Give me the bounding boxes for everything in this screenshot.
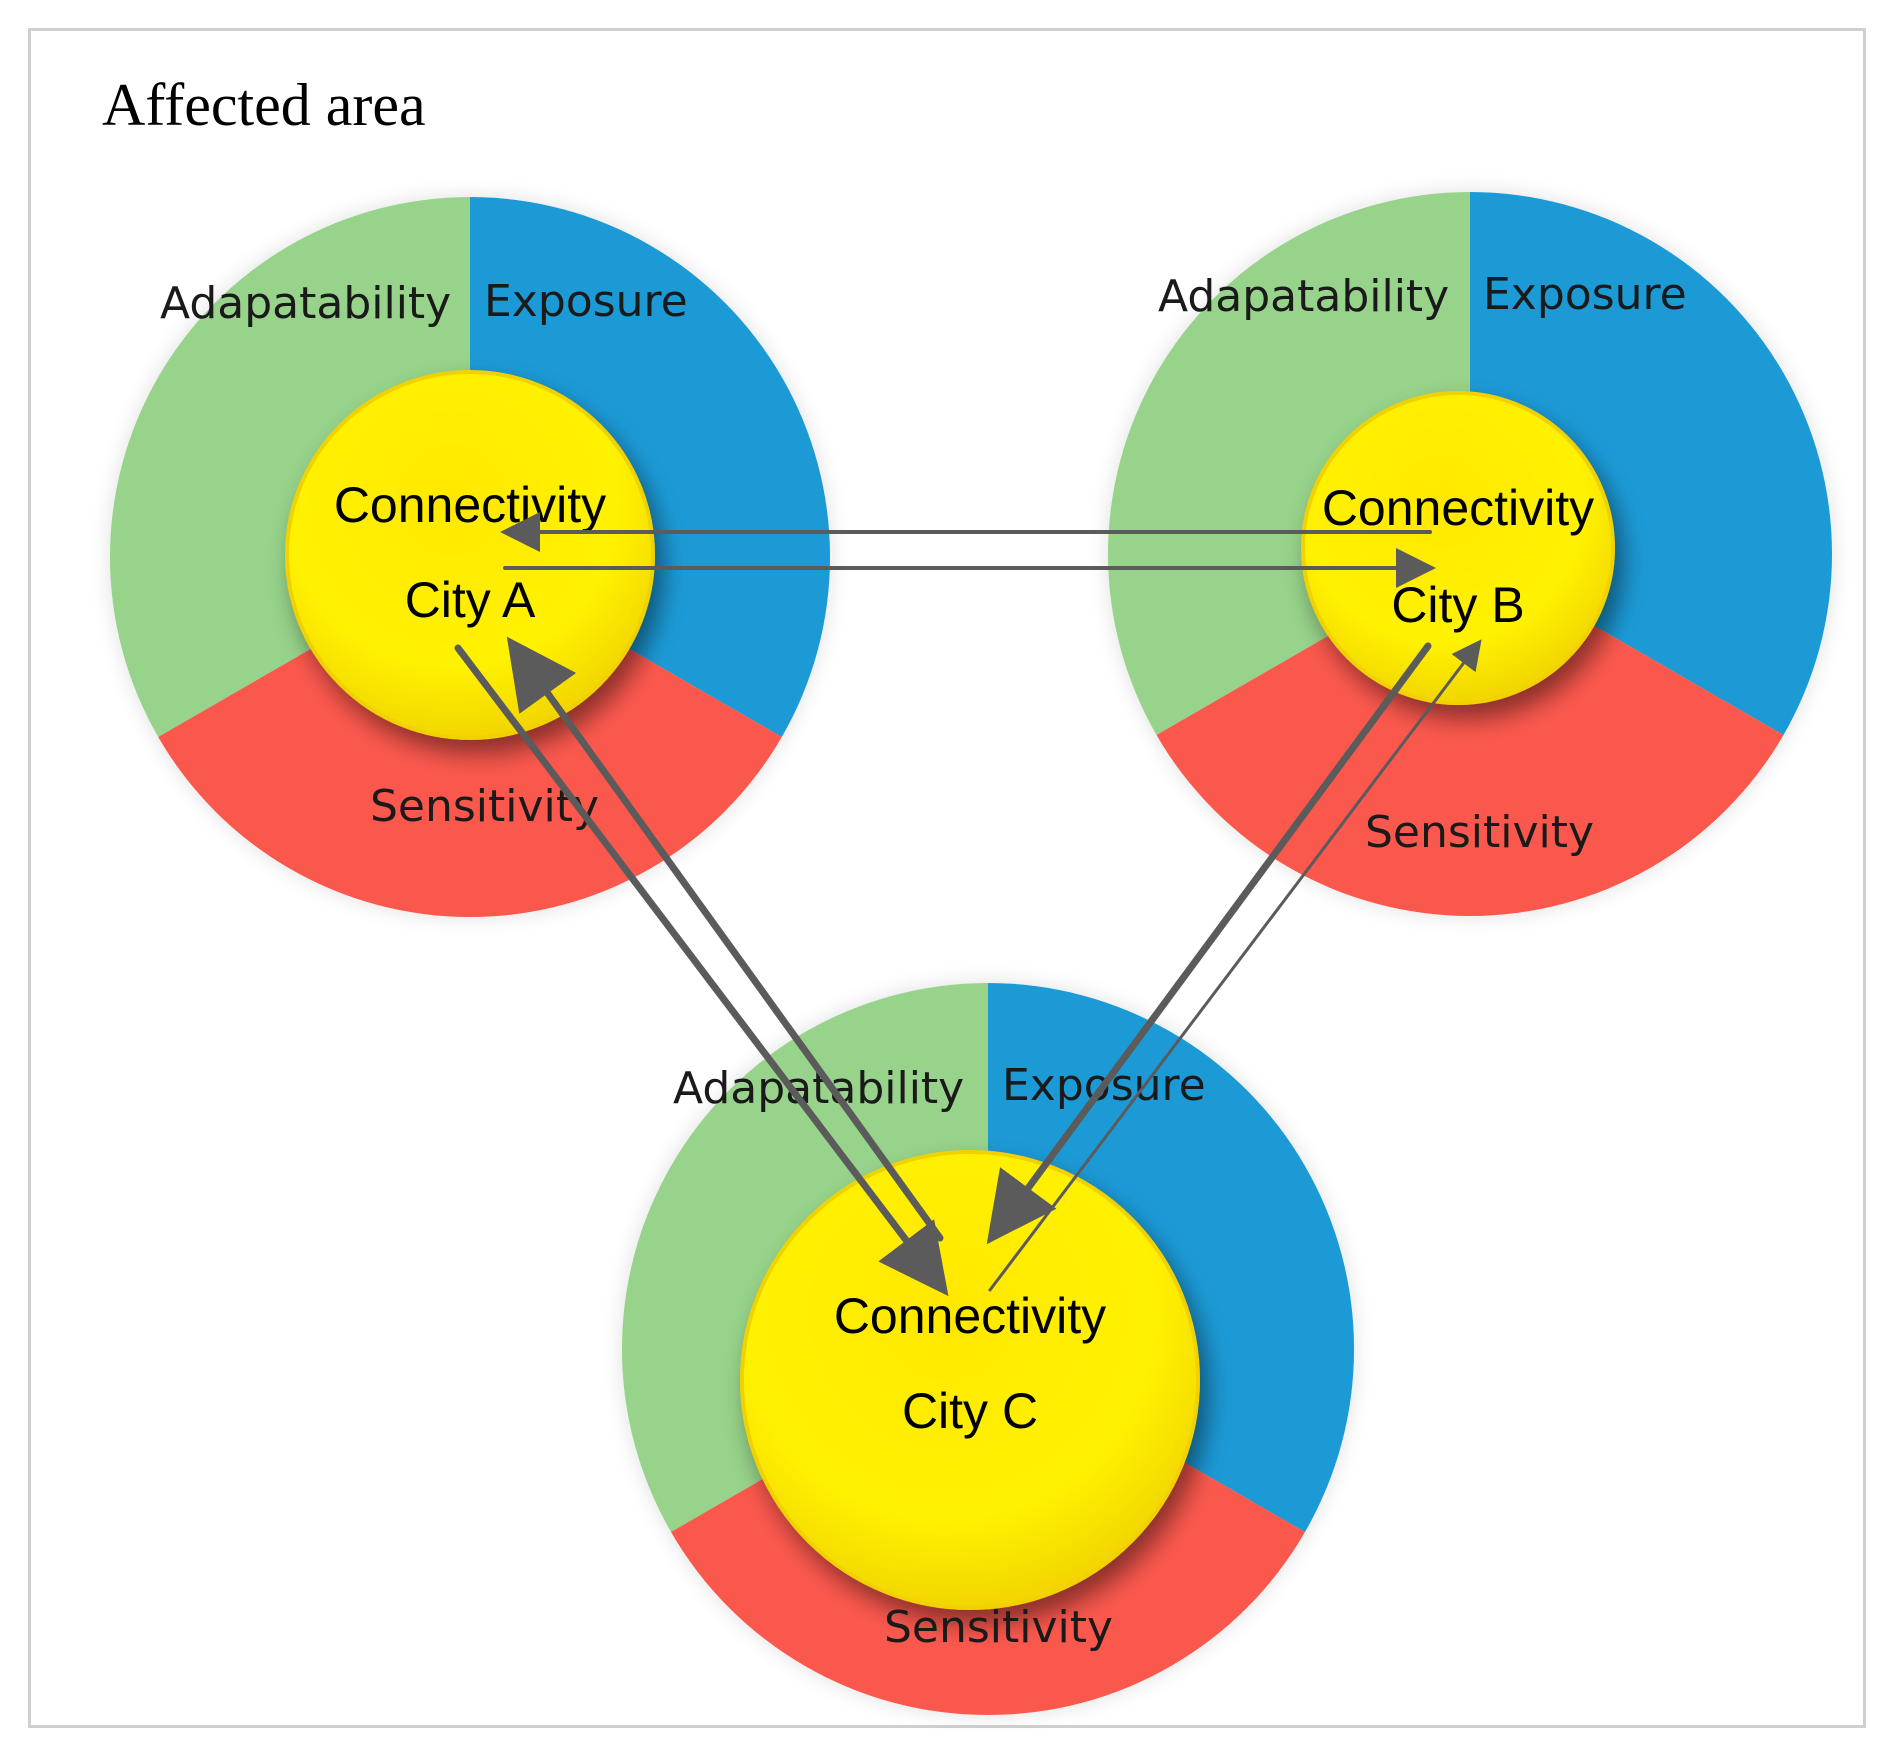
city-a-connectivity-label: Connectivity <box>334 477 606 533</box>
city-b-sensitivity-segment <box>1156 554 1784 916</box>
city-a-group: Adapatability Exposure Sensitivity Conne… <box>109 197 831 918</box>
arrow-icon <box>988 639 1482 1292</box>
city-a-name-label: City A <box>405 572 536 628</box>
city-b-core <box>1301 391 1615 705</box>
city-c-name-label: City C <box>902 1383 1038 1439</box>
diagram-title: Affected area <box>102 72 426 138</box>
arrow-icon <box>986 642 1432 1245</box>
arrow-icon <box>506 636 944 1242</box>
city-b-exposure-label: Exposure <box>1483 269 1687 320</box>
city-c-sensitivity-label: Sensitivity <box>884 1602 1113 1653</box>
city-a-adaptability-label: Adapatability <box>160 278 451 329</box>
city-b-adaptability-label: Adapatability <box>1158 271 1449 322</box>
city-c-group: Adapatability Exposure Sensitivity Conne… <box>621 983 1355 1716</box>
city-a-exposure-label: Exposure <box>484 276 688 327</box>
city-b-group: Adapatability Exposure Sensitivity Conne… <box>1108 192 1832 916</box>
city-c-core <box>740 1150 1200 1610</box>
city-a-core <box>285 370 655 740</box>
city-b-connectivity-label: Connectivity <box>1322 480 1594 536</box>
city-c-connectivity-label: Connectivity <box>834 1288 1106 1344</box>
city-b-sensitivity-label: Sensitivity <box>1365 807 1594 858</box>
connectivity-arrows <box>454 512 1482 1297</box>
city-b-name-label: City B <box>1391 577 1524 633</box>
arrow-icon <box>454 644 949 1297</box>
